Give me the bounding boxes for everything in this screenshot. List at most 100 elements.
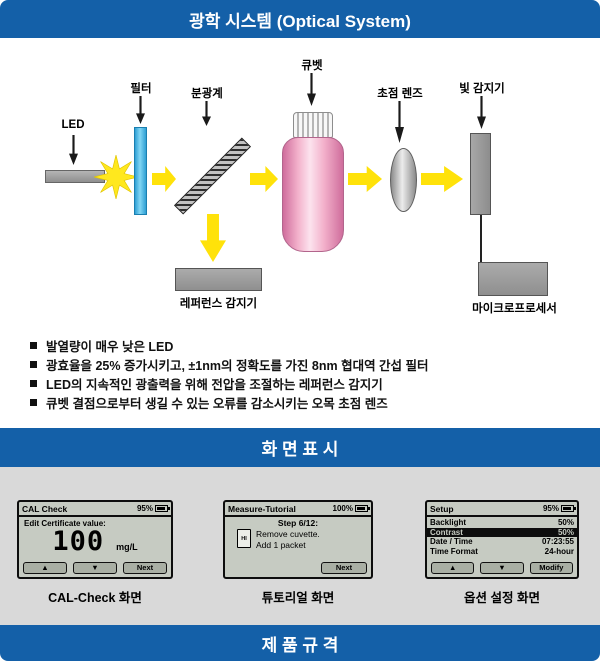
feature-bullet-list: 발열량이 매우 낮은 LED 광효율을 25% 증가시키고, ±1nm의 정확도… [0, 330, 600, 428]
light-path-arrow-icon [348, 166, 382, 192]
screen-title: Measure-Tutorial [228, 503, 296, 514]
reference-detector-box [175, 268, 262, 291]
cal-check-screen: CAL Check 95% Edit Certificate value: 10… [17, 500, 173, 579]
led-light-burst-icon [94, 155, 138, 199]
battery-icon [355, 505, 370, 512]
softkey-row: ▲ ▼ Next [23, 562, 167, 574]
menu-item-value: 50% [557, 527, 574, 537]
reagent-packet-icon: HI [237, 529, 251, 548]
optical-system-diagram: LED 필터 분광계 큐벳 초점 렌즈 빛 감지기 레퍼런스 감지기 마이크로프… [0, 38, 600, 330]
led-pointer-arrow-icon [69, 135, 78, 165]
next-button[interactable]: Next [123, 562, 167, 574]
cal-check-caption: CAL-Check 화면 [48, 591, 142, 605]
up-button[interactable]: ▲ [431, 562, 475, 574]
edit-certificate-prompt: Edit Certificate value: [24, 519, 106, 528]
bullet-square-icon [30, 380, 37, 387]
beam-splitter-label: 분광계 [191, 88, 223, 100]
cal-check-titlebar: CAL Check 95% [19, 502, 171, 517]
screen-display-header: 화 면 표 시 [0, 428, 600, 467]
setup-menu: Backlight 50% Contrast 50% Date / Time 0… [427, 518, 577, 556]
menu-item-label: Contrast [430, 527, 463, 537]
light-path-arrow-icon [421, 166, 463, 192]
tutorial-caption: 튜토리얼 화면 [261, 591, 335, 605]
focus-lens-pointer-arrow-icon [395, 101, 404, 143]
menu-item-value: 50% [557, 518, 574, 527]
menu-item-label: Backlight [430, 518, 467, 527]
light-detector-component [470, 133, 491, 215]
next-button[interactable]: Next [321, 562, 367, 574]
light-path-arrow-icon [250, 166, 278, 192]
optical-system-header: 광학 시스템 (Optical System) [0, 0, 600, 38]
light-detector-label: 빛 감지기 [459, 83, 505, 95]
screen-display-title: 화 면 표 시 [261, 440, 339, 459]
setup-caption: 옵션 설정 화면 [464, 591, 540, 605]
cuvette-component [282, 112, 344, 252]
menu-item-time-format[interactable]: Time Format 24-hour [427, 547, 577, 557]
battery-percent: 95% [542, 504, 559, 513]
screens-section: CAL Check 95% Edit Certificate value: 10… [0, 467, 600, 625]
beam-splitter-component [173, 137, 252, 215]
softkey-row: ▲ ▼ Modify [431, 562, 573, 574]
product-specs-title: 제 품 규 격 [261, 635, 339, 655]
product-specs-header: 제 품 규 격 [0, 625, 600, 661]
battery-percent: 100% [332, 504, 353, 513]
menu-item-backlight[interactable]: Backlight 50% [427, 518, 577, 528]
instruction-line: Remove cuvette. [256, 529, 320, 539]
cuvette-cap [293, 112, 333, 138]
battery-icon [155, 505, 170, 512]
setup-screen: Setup 95% Backlight 50% Contrast 50% Dat… [425, 500, 579, 579]
microprocessor-label: 마이크로프로세서 [472, 303, 557, 315]
menu-item-label: Date / Time [430, 537, 473, 546]
focus-lens-label: 초점 렌즈 [377, 88, 423, 100]
bullet-square-icon [30, 361, 37, 368]
detector-to-microprocessor-line [480, 215, 482, 262]
cuvette-body [282, 137, 344, 252]
battery-icon [561, 505, 576, 512]
certificate-unit: mg/L [116, 542, 138, 552]
tutorial-titlebar: Measure-Tutorial 100% [225, 502, 371, 517]
cuvette-label: 큐벳 [301, 60, 323, 72]
menu-item-value: 24-hour [544, 546, 574, 556]
bullet-text: 큐벳 결점으로부터 생길 수 있는 오류를 감소시키는 오목 초점 렌즈 [46, 397, 388, 411]
bullet-text: LED의 지속적인 광출력을 위해 전압을 조절하는 레퍼런스 감지기 [46, 378, 383, 392]
beam-splitter-pointer-arrow-icon [202, 101, 211, 126]
reference-detector-label: 레퍼런스 감지기 [179, 298, 258, 310]
list-item: 큐벳 결점으로부터 생길 수 있는 오류를 감소시키는 오목 초점 렌즈 [30, 393, 600, 412]
bullet-square-icon [30, 399, 37, 406]
certificate-value: 100 [52, 526, 105, 557]
led-label: LED [61, 119, 85, 131]
menu-item-value: 07:23:55 [541, 537, 574, 546]
down-button[interactable]: ▼ [480, 562, 524, 574]
list-item: 광효율을 25% 증가시키고, ±1nm의 정확도를 가진 8nm 협대역 간섭… [30, 355, 600, 374]
interference-filter-component [134, 127, 147, 215]
light-path-arrow-icon [152, 166, 176, 192]
cuvette-pointer-arrow-icon [307, 73, 316, 106]
microprocessor-box [478, 262, 548, 296]
tutorial-instruction-row: HI Remove cuvette. Add 1 packet [225, 528, 371, 551]
list-item: 발열량이 매우 낮은 LED [30, 336, 600, 355]
certificate-value-row: 100 mg/L [19, 528, 171, 556]
list-item: LED의 지속적인 광출력을 위해 전압을 조절하는 레퍼런스 감지기 [30, 374, 600, 393]
up-button[interactable]: ▲ [23, 562, 67, 574]
bullet-text: 광효율을 25% 증가시키고, ±1nm의 정확도를 가진 8nm 협대역 간섭… [46, 359, 429, 373]
screen-title: CAL Check [22, 503, 68, 514]
filter-pointer-arrow-icon [136, 96, 145, 124]
screen-title: Setup [430, 503, 454, 514]
modify-button[interactable]: Modify [529, 562, 573, 574]
setup-titlebar: Setup 95% [427, 502, 577, 517]
tutorial-instructions: Remove cuvette. Add 1 packet [256, 529, 320, 551]
menu-item-contrast[interactable]: Contrast 50% [427, 527, 577, 537]
bullet-text: 발열량이 매우 낮은 LED [46, 340, 174, 354]
menu-item-date-time[interactable]: Date / Time 07:23:55 [427, 537, 577, 547]
reference-light-path-arrow-icon [200, 214, 226, 262]
menu-item-label: Time Format [430, 546, 478, 556]
tutorial-step: Step 6/12: [277, 518, 319, 528]
battery-percent: 95% [136, 504, 153, 513]
focus-lens-component [390, 148, 417, 212]
bullet-square-icon [30, 342, 37, 349]
tutorial-screen: Measure-Tutorial 100% Step 6/12: HI Remo… [223, 500, 373, 579]
down-button[interactable]: ▼ [73, 562, 117, 574]
light-detector-pointer-arrow-icon [477, 96, 486, 129]
instruction-line: Add 1 packet [256, 540, 306, 551]
